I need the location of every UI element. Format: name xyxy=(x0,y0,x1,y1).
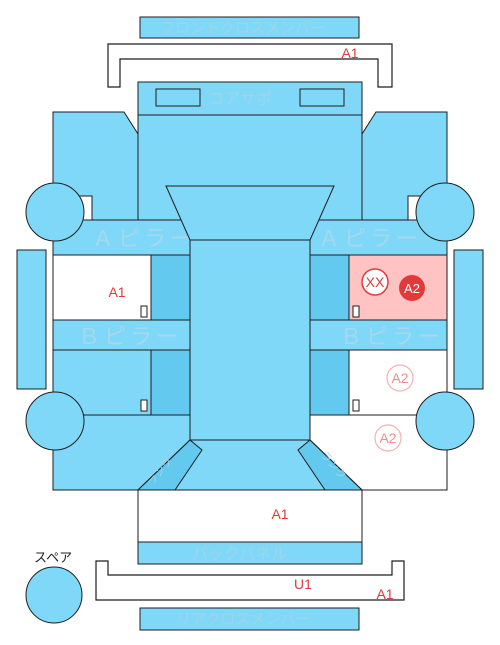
right-rear-door-handle xyxy=(352,399,360,412)
left-front-door xyxy=(52,254,152,321)
right-rear-quarter-marker xyxy=(374,424,402,452)
b-pillar-left-label: Ｂピラー xyxy=(78,325,182,350)
back-panel xyxy=(137,541,363,565)
rear-bracket-outline xyxy=(95,560,405,601)
left-rear-wheel xyxy=(25,391,85,451)
right-rear-quarter-code: A2 xyxy=(379,430,396,446)
right-front-door-code: A2 xyxy=(404,281,420,296)
right-rear-wheel xyxy=(415,391,475,451)
b-pillar-right-label: Ｂピラー xyxy=(340,325,444,350)
core-support-right-light xyxy=(299,88,345,107)
left-inner-strip-front xyxy=(150,254,191,321)
a-pillar-right-label: Ａピラー xyxy=(318,227,422,252)
spare-tire xyxy=(25,566,83,624)
trunk-floor-code: A1 xyxy=(271,506,288,522)
left-inner-strip-rear xyxy=(150,349,191,416)
b-pillar-right xyxy=(309,319,448,351)
right-rear-door-marker xyxy=(386,364,414,392)
rear-cross-a1-code: A1 xyxy=(376,586,393,602)
right-side-strip xyxy=(453,249,484,390)
left-rear-door-handle xyxy=(140,399,148,412)
right-front-a2-marker xyxy=(399,275,425,301)
front-cross-member-label: フロントクロスメンバー xyxy=(160,19,325,37)
roof xyxy=(189,239,311,441)
xx-marker-code: XX xyxy=(366,274,385,290)
windshield xyxy=(165,185,335,241)
right-inner-strip-rear xyxy=(309,349,350,416)
right-front-wheel xyxy=(415,182,475,242)
left-front-door-code: A1 xyxy=(108,284,125,300)
right-rear-door-code: A2 xyxy=(391,370,408,386)
core-support-left-light xyxy=(155,88,201,107)
trunk-floor xyxy=(137,489,363,543)
a-pillar-left-label: Ａピラー xyxy=(92,227,196,252)
core-support xyxy=(137,81,363,116)
right-inner-strip-front xyxy=(309,254,350,321)
left-side-strip xyxy=(16,249,47,390)
rear-cross-member-label: リアクロスメンバー xyxy=(176,610,310,628)
left-front-wheel xyxy=(25,182,85,242)
core-support-label: コアサポ xyxy=(208,89,272,108)
back-panel-label: パックパネル xyxy=(192,544,287,563)
right-front-door-handle xyxy=(352,305,360,318)
rear-cross-u1-code: U1 xyxy=(294,576,312,592)
front-cross-member xyxy=(139,16,360,39)
left-front-door-handle xyxy=(140,305,148,318)
front-bracket-outline xyxy=(107,43,393,88)
xx-marker xyxy=(361,268,389,296)
spare-label: スペア xyxy=(34,551,72,566)
front-cross-member-code: A1 xyxy=(341,45,358,61)
rear-cross-member xyxy=(139,607,360,631)
